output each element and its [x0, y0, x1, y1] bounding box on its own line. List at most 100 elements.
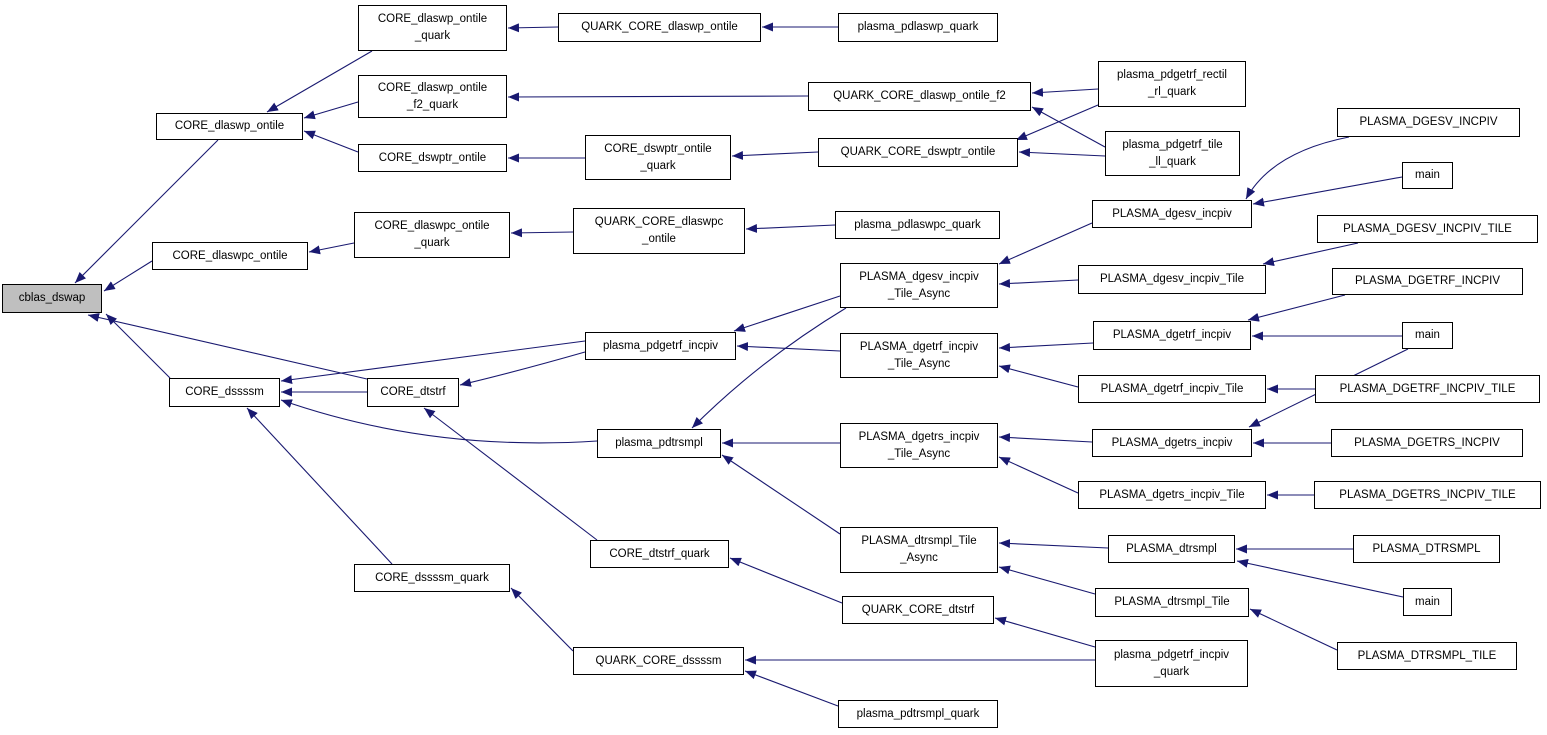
node-plasma-dgetrs-incpiv[interactable]: PLASMA_dgetrs_incpiv [1092, 429, 1252, 457]
edge-core-dssssm-quark-to-core-dssssm [246, 407, 393, 565]
node-plasma-dtrsmpl[interactable]: PLASMA_dtrsmpl [1108, 535, 1235, 563]
edge-plasma-pdgetrf-rectil-rl-quark-to-quark-core-dlaswp-ontile-f2 [1031, 87, 1099, 97]
node-core-dlaswp-ontile-quark[interactable]: CORE_dlaswp_ontile_quark [358, 5, 507, 51]
node-label: CORE_dswptr_ontile [378, 151, 487, 164]
node-label: _Tile_Async [887, 357, 951, 370]
node-plasma-pdlaswpc-quark[interactable]: plasma_pdlaswpc_quark [835, 211, 1000, 239]
node-plasma-pdtrsmpl[interactable]: plasma_pdtrsmpl [597, 429, 721, 458]
node-quark-core-dlaswpc-ontile[interactable]: QUARK_CORE_dlaswpc_ontile [573, 208, 745, 254]
node-plasma-dtrsmpl-tile-async[interactable]: PLASMA_dtrsmpl_Tile _Async [840, 527, 998, 573]
edge-plasma-dgetrs-incpiv-to-plasma-dgetrs-incpiv-tile-async [998, 433, 1093, 443]
node-quark-core-dssssm[interactable]: QUARK_CORE_dssssm [573, 647, 744, 675]
edge-quark-core-dlaswp-ontile-f2-to-core-dlaswp-ontile-f2-quark [507, 92, 809, 102]
node-label: CORE_dssssm_quark [375, 571, 489, 584]
node-label: PLASMA_DGETRS_INCPIV [1354, 436, 1500, 449]
edge-plasma-dgetrf-incpiv-to-plasma-dgetrf-incpiv [1247, 294, 1346, 322]
node-plasma-dgetrf-incpiv-tile[interactable]: PLASMA_DGETRF_INCPIV_TILE [1315, 375, 1540, 403]
node-plasma-dgetrf-incpiv-tile[interactable]: PLASMA_dgetrf_incpiv_Tile [1078, 375, 1266, 403]
node-label: PLASMA_dgesv_incpiv [859, 270, 979, 283]
node-plasma-pdlaswp-quark[interactable]: plasma_pdlaswp_quark [838, 13, 998, 42]
node-label: PLASMA_dgetrs_incpiv [1111, 436, 1233, 449]
node-plasma-pdgetrf-rectil-rl-quark[interactable]: plasma_pdgetrf_rectil_rl_quark [1098, 61, 1246, 107]
node-quark-core-dlaswp-ontile-f2[interactable]: QUARK_CORE_dlaswp_ontile_f2 [808, 82, 1031, 111]
node-core-dswptr-ontile[interactable]: CORE_dswptr_ontile [358, 144, 507, 172]
node-plasma-dgetrs-incpiv-tile[interactable]: PLASMA_dgetrs_incpiv_Tile [1078, 481, 1266, 509]
edge-core-dlaswpc-ontile-to-cblas-dswap [103, 260, 153, 292]
node-label: CORE_dlaswpc_ontile [374, 220, 490, 233]
edge-plasma-dtrsmpl-tile-to-plasma-dtrsmpl-tile-async [998, 565, 1096, 595]
node-core-dlaswpc-ontile-quark[interactable]: CORE_dlaswpc_ontile_quark [354, 212, 510, 258]
node-label: PLASMA_dtrsmpl_Tile [1114, 596, 1230, 609]
node-label: QUARK_CORE_dlaswp_ontile [581, 21, 738, 34]
edge-plasma-dgetrf-incpiv-tile-async-to-plasma-pdgetrf-incpiv [736, 342, 841, 352]
edge-plasma-pdtrsmpl-to-core-dssssm [280, 399, 598, 444]
node-quark-core-dlaswp-ontile[interactable]: QUARK_CORE_dlaswp_ontile [558, 13, 761, 42]
node-quark-core-dswptr-ontile[interactable]: QUARK_CORE_dswptr_ontile [818, 138, 1018, 167]
node-core-dlaswpc-ontile[interactable]: CORE_dlaswpc_ontile [152, 242, 308, 270]
node-plasma-pdgetrf-incpiv-quark[interactable]: plasma_pdgetrf_incpiv_quark [1095, 640, 1248, 687]
node-plasma-pdgetrf-incpiv[interactable]: plasma_pdgetrf_incpiv [585, 332, 736, 360]
edge-main-1-to-plasma-dgesv-incpiv [1252, 176, 1403, 207]
node-label: PLASMA_dtrsmpl [1126, 542, 1217, 555]
node-label: QUARK_CORE_dssssm [595, 654, 722, 667]
node-plasma-dgesv-incpiv-tile[interactable]: PLASMA_DGESV_INCPIV_TILE [1317, 215, 1538, 243]
node-core-dtstrf[interactable]: CORE_dtstrf [367, 378, 459, 407]
node-plasma-pdtrsmpl-quark[interactable]: plasma_pdtrsmpl_quark [838, 700, 998, 728]
node-core-dssssm[interactable]: CORE_dssssm [169, 378, 280, 407]
node-label: PLASMA_dtrsmpl_Tile [861, 535, 977, 548]
node-plasma-dtrsmpl-tile[interactable]: PLASMA_dtrsmpl_Tile [1095, 588, 1249, 617]
edge-plasma-pdgetrf-tile-ll-quark-to-quark-core-dswptr-ontile [1018, 148, 1106, 158]
edge-core-dswptr-ontile-to-core-dlaswp-ontile [303, 130, 359, 153]
node-plasma-dgetrf-incpiv[interactable]: PLASMA_DGETRF_INCPIV [1332, 268, 1523, 295]
node-core-dswptr-ontile-quark[interactable]: CORE_dswptr_ontile_quark [585, 135, 731, 180]
node-core-dlaswp-ontile-f2-quark[interactable]: CORE_dlaswp_ontile_f2_quark [358, 75, 507, 118]
node-plasma-dgesv-incpiv[interactable]: PLASMA_DGESV_INCPIV [1337, 108, 1520, 137]
node-label: _quark [1153, 665, 1190, 678]
edge-core-dlaswp-ontile-quark-to-core-dlaswp-ontile [266, 50, 373, 113]
edge-main-2-to-plasma-dgetrs-incpiv [1248, 348, 1409, 428]
node-main-3[interactable]: main [1403, 588, 1452, 616]
node-core-dlaswp-ontile[interactable]: CORE_dlaswp_ontile [156, 113, 303, 140]
node-label: CORE_dssssm [185, 386, 264, 399]
edge-core-dssssm-to-cblas-dswap [105, 313, 171, 379]
node-label: PLASMA_DGESV_INCPIV_TILE [1343, 222, 1512, 235]
node-main-2[interactable]: main [1402, 322, 1453, 349]
node-label: _ll_quark [1149, 155, 1196, 168]
node-label: PLASMA_DGETRF_INCPIV_TILE [1339, 382, 1516, 395]
edge-core-dlaswpc-ontile-quark-to-core-dlaswpc-ontile [308, 242, 355, 255]
node-plasma-dgesv-incpiv[interactable]: PLASMA_dgesv_incpiv [1092, 200, 1252, 228]
node-label: PLASMA_dgetrf_incpiv_Tile [1100, 382, 1244, 395]
edge-plasma-pdgetrf-incpiv-quark-to-quark-core-dtstrf [994, 616, 1096, 648]
edge-plasma-pdgetrf-rectil-rl-quark-to-quark-core-dswptr-ontile [1015, 104, 1099, 141]
node-plasma-dgetrf-incpiv[interactable]: PLASMA_dgetrf_incpiv [1093, 321, 1251, 350]
edge-quark-core-dssssm-to-core-dssssm-quark [510, 587, 574, 652]
edge-core-dtstrf-to-cblas-dswap [87, 313, 368, 380]
node-label: plasma_pdtrsmpl [615, 437, 703, 450]
edge-quark-core-dswptr-ontile-to-core-dswptr-ontile-quark [731, 150, 819, 160]
edge-plasma-pdtrsmpl-quark-to-quark-core-dssssm [744, 670, 839, 707]
node-label: main [1415, 329, 1440, 342]
edge-core-dtstrf-quark-to-core-dtstrf [423, 407, 598, 541]
node-plasma-dtrsmpl[interactable]: PLASMA_DTRSMPL [1353, 535, 1500, 563]
node-plasma-pdgetrf-tile-ll-quark[interactable]: plasma_pdgetrf_tile_ll_quark [1105, 131, 1240, 176]
node-label: _Async [900, 552, 938, 564]
node-core-dtstrf-quark[interactable]: CORE_dtstrf_quark [590, 540, 729, 568]
node-label: _quark [640, 159, 676, 172]
node-main-1[interactable]: main [1402, 162, 1453, 189]
node-cblas-dswap: cblas_dswap [2, 284, 102, 313]
node-label: PLASMA_dgetrf_incpiv [859, 340, 979, 353]
node-plasma-dgetrs-incpiv-tile-async[interactable]: PLASMA_dgetrs_incpiv_Tile_Async [840, 423, 998, 468]
node-plasma-dgesv-incpiv-tile[interactable]: PLASMA_dgesv_incpiv_Tile [1078, 265, 1266, 294]
node-plasma-dtrsmpl-tile[interactable]: PLASMA_DTRSMPL_TILE [1337, 642, 1517, 670]
node-label: _f2_quark [406, 98, 459, 111]
node-label: PLASMA_DTRSMPL_TILE [1357, 649, 1497, 662]
node-plasma-dgetrs-incpiv-tile[interactable]: PLASMA_DGETRS_INCPIV_TILE [1314, 481, 1541, 509]
node-plasma-dgetrf-incpiv-tile-async[interactable]: PLASMA_dgetrf_incpiv _Tile_Async [840, 333, 998, 378]
edge-core-dlaswp-ontile-f2-quark-to-core-dlaswp-ontile [303, 101, 359, 120]
node-plasma-dgesv-incpiv-tile-async[interactable]: PLASMA_dgesv_incpiv_Tile_Async [840, 263, 998, 308]
node-plasma-dgetrs-incpiv[interactable]: PLASMA_DGETRS_INCPIV [1331, 429, 1523, 457]
node-core-dssssm-quark[interactable]: CORE_dssssm_quark [354, 564, 510, 592]
node-quark-core-dtstrf[interactable]: QUARK_CORE_dtstrf [842, 596, 994, 624]
